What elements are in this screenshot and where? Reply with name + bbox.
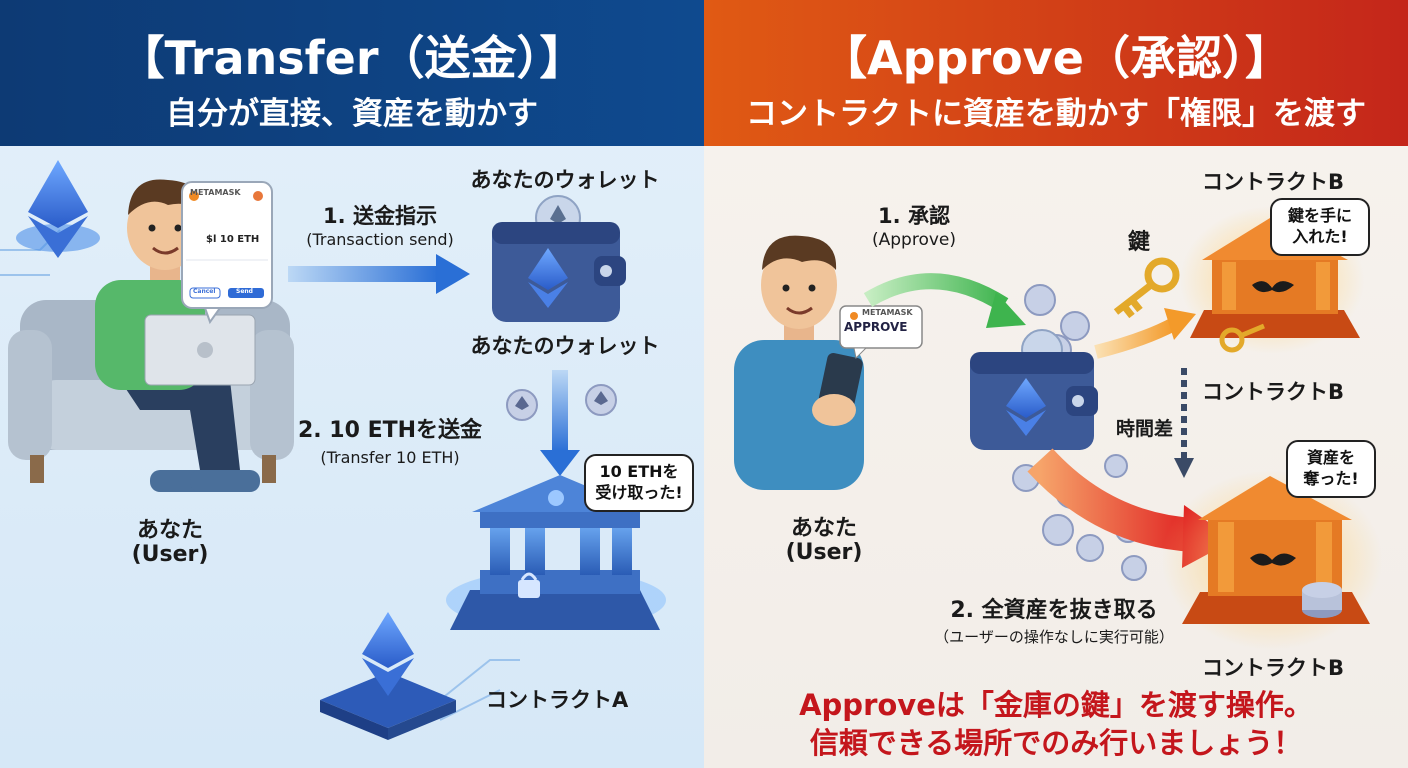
contract-b-label-bottom: コントラクトB [1202, 656, 1345, 680]
approve-user-label: あなた [790, 516, 857, 541]
phone-brand: METAMASK [190, 188, 241, 197]
approve-step2: 2. 全資産を抜き取る [950, 598, 1158, 623]
key-icon [1113, 257, 1180, 319]
phone-amount: $l 10 ETH [206, 234, 260, 245]
phone-cancel-button[interactable]: Cancel [193, 288, 216, 295]
key-label: 鍵 [1128, 230, 1151, 255]
key-arrow-icon [1094, 308, 1196, 359]
wallet-label-top: あなたのウォレット [470, 168, 660, 192]
transfer-illustration [0, 160, 666, 740]
approve-wallet-icon [970, 329, 1098, 450]
transfer-title: 【Transfer（送金）】 [118, 31, 586, 85]
approve-title: 【Approve（承認）】 [821, 31, 1291, 85]
approve-header: 【Approve（承認）】 コントラクトに資産を動かす「権限」を渡す [704, 0, 1408, 146]
approve-panel: 【Approve（承認）】 コントラクトに資産を動かす「権限」を渡す [704, 0, 1408, 768]
warning-note-line2: 信頼できる場所でのみ行いましょう！ [809, 726, 1303, 760]
time-gap-arrow-icon [1174, 368, 1194, 478]
contract-b-label-mid: コントラクトB [1202, 380, 1345, 404]
eth-pedestal-icon [16, 160, 100, 258]
eth-chip-icon [320, 612, 456, 740]
approve-bubble-icon [839, 305, 923, 360]
transfer-header: 【Transfer（送金）】 自分が直接、資産を動かす [0, 0, 704, 146]
warning-note-line1: Approveは「金庫の鍵」を渡す操作。 [799, 688, 1313, 722]
approve-arrow-icon [863, 273, 1026, 328]
transfer-step2-sub: (Transfer 10 ETH) [320, 448, 460, 467]
metamask-phone-icon [181, 181, 273, 325]
transfer-arrow-icon [540, 370, 580, 476]
wallet-icon [492, 195, 626, 322]
approve-illustration [734, 206, 1382, 650]
transfer-step1: 1. 送金指示 [323, 204, 437, 228]
time-gap-label: 時間差 [1116, 418, 1174, 440]
contract-b-bottom-bank-icon [1162, 470, 1382, 650]
approve-step1: 1. 承認 [878, 204, 950, 228]
transfer-panel: 【Transfer（送金）】 自分が直接、資産を動かす [0, 0, 704, 768]
contract-a-label: コントラクトA [486, 688, 629, 712]
wallet-label-bottom: あなたのウォレット [470, 334, 660, 358]
transfer-step2: 2. 10 ETHを送金 [297, 418, 483, 443]
transfer-user-sub: (User) [131, 542, 209, 567]
approve-step2-sub: （ユーザーの操作なしに実行可能） [934, 628, 1174, 646]
contract-b-bottom-speech-bubble: 資産を 奪った! [1286, 440, 1376, 498]
send-arrow-icon [288, 254, 470, 294]
transfer-user-label: あなた [136, 518, 203, 543]
contract-b-label-top: コントラクトB [1202, 170, 1345, 194]
eth-coin-icon [506, 384, 617, 421]
user-person-icon [95, 179, 260, 492]
transfer-subtitle: 自分が直接、資産を動かす [166, 96, 538, 132]
phone-send-button[interactable]: Send [236, 288, 253, 295]
contract-a-speech-bubble: 10 ETHを 受け取った! [584, 454, 694, 512]
transfer-step1-sub: (Transaction send) [306, 230, 454, 249]
approve-user-person-icon [734, 235, 864, 490]
approve-subtitle: コントラクトに資産を動かす「権限」を渡す [746, 96, 1366, 132]
approve-phone-brand: METAMASK [862, 308, 913, 317]
contract-b-top-speech-bubble: 鍵を手に 入れた! [1270, 198, 1370, 256]
approve-user-sub: (User) [785, 540, 863, 565]
approve-step1-sub: (Approve) [871, 230, 956, 250]
approve-phone-action: APPROVE [844, 320, 908, 334]
